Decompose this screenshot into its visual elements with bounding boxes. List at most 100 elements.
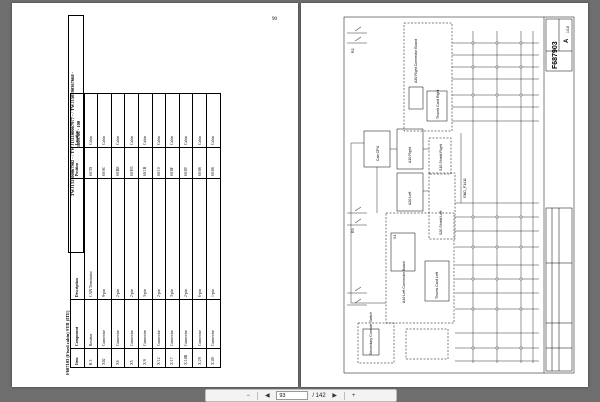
- cell: X6: [111, 348, 125, 368]
- thumb-left-label: Thumb Card Left: [435, 272, 439, 299]
- cell: Cabin: [179, 93, 193, 148]
- cell: 1-pin: [206, 178, 221, 300]
- cell: Connector: [97, 299, 112, 349]
- cell: Cabin: [111, 93, 125, 148]
- cell: 60/10: [152, 147, 166, 179]
- wiring-schematic: A30 Right Connector Board Thumb Card Rig…: [343, 16, 575, 374]
- cell: CAN Terminator: [84, 178, 98, 300]
- thumb-right-label: Thumb Card Right: [436, 90, 440, 119]
- divider: [343, 391, 345, 400]
- cell: 2-pin: [152, 178, 166, 300]
- cell: Connector: [165, 299, 180, 349]
- cell: Cabin: [152, 93, 166, 148]
- cell: R 3: [84, 348, 98, 368]
- cell: Connector: [111, 299, 125, 349]
- secondary-console-box: [357, 322, 395, 364]
- secondary-label: Secondary Console Switch: [369, 312, 373, 355]
- cell: Cabin: [124, 93, 139, 148]
- cell: X02: [97, 348, 112, 368]
- cell: Cabin: [165, 93, 180, 148]
- shield-right-label: S10 Shield Right: [439, 144, 443, 171]
- cell: 6-pin: [192, 178, 207, 300]
- cell: Cabin: [138, 93, 153, 148]
- cell: 60/1B: [138, 147, 153, 179]
- shield-left-box: [428, 172, 456, 240]
- r2-label: R2: [351, 48, 355, 53]
- col-header: Location: [70, 93, 85, 148]
- cell: 60/8S: [192, 147, 207, 179]
- cell: Cabin: [192, 93, 207, 148]
- cell: Connector: [192, 299, 207, 349]
- cell: 2-pin: [179, 178, 193, 300]
- drawing-frame: [343, 16, 575, 374]
- a20-left-box: [396, 172, 424, 212]
- next-page-icon[interactable]: ▶: [332, 393, 337, 399]
- cell: Connector: [138, 299, 153, 349]
- page-number-input[interactable]: [276, 391, 309, 400]
- right-schematic-page: A30 Right Connector Board Thumb Card Rig…: [301, 3, 588, 387]
- cell: 2-pin: [124, 178, 139, 300]
- gnd-label: GND_F1411: [463, 178, 467, 198]
- col-header: Component: [70, 299, 85, 349]
- cell: X/12: [152, 348, 166, 368]
- r3-label: R3: [351, 228, 355, 233]
- sheet-label: 1/18: [566, 26, 570, 33]
- previous-page-icon[interactable]: ◀: [265, 393, 270, 399]
- cell: Cabin: [97, 93, 112, 148]
- a40-board: [385, 212, 455, 324]
- a30-board: [403, 22, 453, 132]
- shield-left-label: S20 Shield Left: [439, 211, 443, 235]
- a30-label: A30 Right Connector Board: [414, 39, 418, 83]
- divider: [257, 391, 259, 400]
- a20-label: A20 Left: [408, 192, 412, 205]
- cell: 60/BE: [111, 147, 125, 179]
- total-pages-label: / 142: [312, 392, 326, 399]
- thumb-card-right-box: [426, 90, 448, 122]
- x1-label: X1: [393, 235, 397, 239]
- a10-box: [408, 86, 424, 110]
- cell: X/17: [165, 348, 180, 368]
- cell: X5: [124, 348, 139, 368]
- shield-right-box: [428, 137, 452, 175]
- a40-label: A40 Left Connector Board: [402, 261, 406, 303]
- cell: 60/H5: [124, 147, 139, 179]
- cell: Connector: [179, 299, 193, 349]
- cell: 60/0C: [97, 147, 112, 179]
- cell: 2-pin: [111, 178, 125, 300]
- cell: Connector: [124, 299, 139, 349]
- revision-label: A: [564, 38, 570, 43]
- cpu-label: Cab CPU: [376, 145, 380, 161]
- cell: X/49: [206, 348, 221, 368]
- cell: 60/8S: [206, 147, 221, 179]
- cell: 60/8F: [165, 147, 180, 179]
- zoom-out-icon[interactable]: −: [246, 392, 251, 399]
- a40-inner-box: [390, 232, 416, 272]
- cell: X/29: [192, 348, 207, 368]
- secondary-inner-box: [362, 328, 380, 356]
- parts-table: Item Component Description Position Loca…: [70, 93, 221, 368]
- cell: Cabin: [206, 93, 221, 148]
- cell: X/9: [138, 348, 153, 368]
- a10-label: A10 Right: [408, 147, 412, 163]
- left-document-page: 90 TWJ131100067902 - / TWJ131100067977 -…: [12, 3, 298, 387]
- col-header: Description: [70, 178, 85, 300]
- parts-table-rotated: Item Component Description Position Loca…: [70, 93, 221, 368]
- drawing-number: F687903: [552, 41, 559, 69]
- zoom-in-icon[interactable]: +: [351, 392, 356, 399]
- cell: Connector: [152, 299, 166, 349]
- page-number: 90: [272, 17, 277, 22]
- cell: X/18B: [179, 348, 193, 368]
- r3-area: [405, 328, 449, 360]
- cell: Resistor: [84, 299, 98, 349]
- col-header: Position: [70, 147, 85, 179]
- cell: 60/8T: [179, 147, 193, 179]
- cell: 9-pin: [97, 178, 112, 300]
